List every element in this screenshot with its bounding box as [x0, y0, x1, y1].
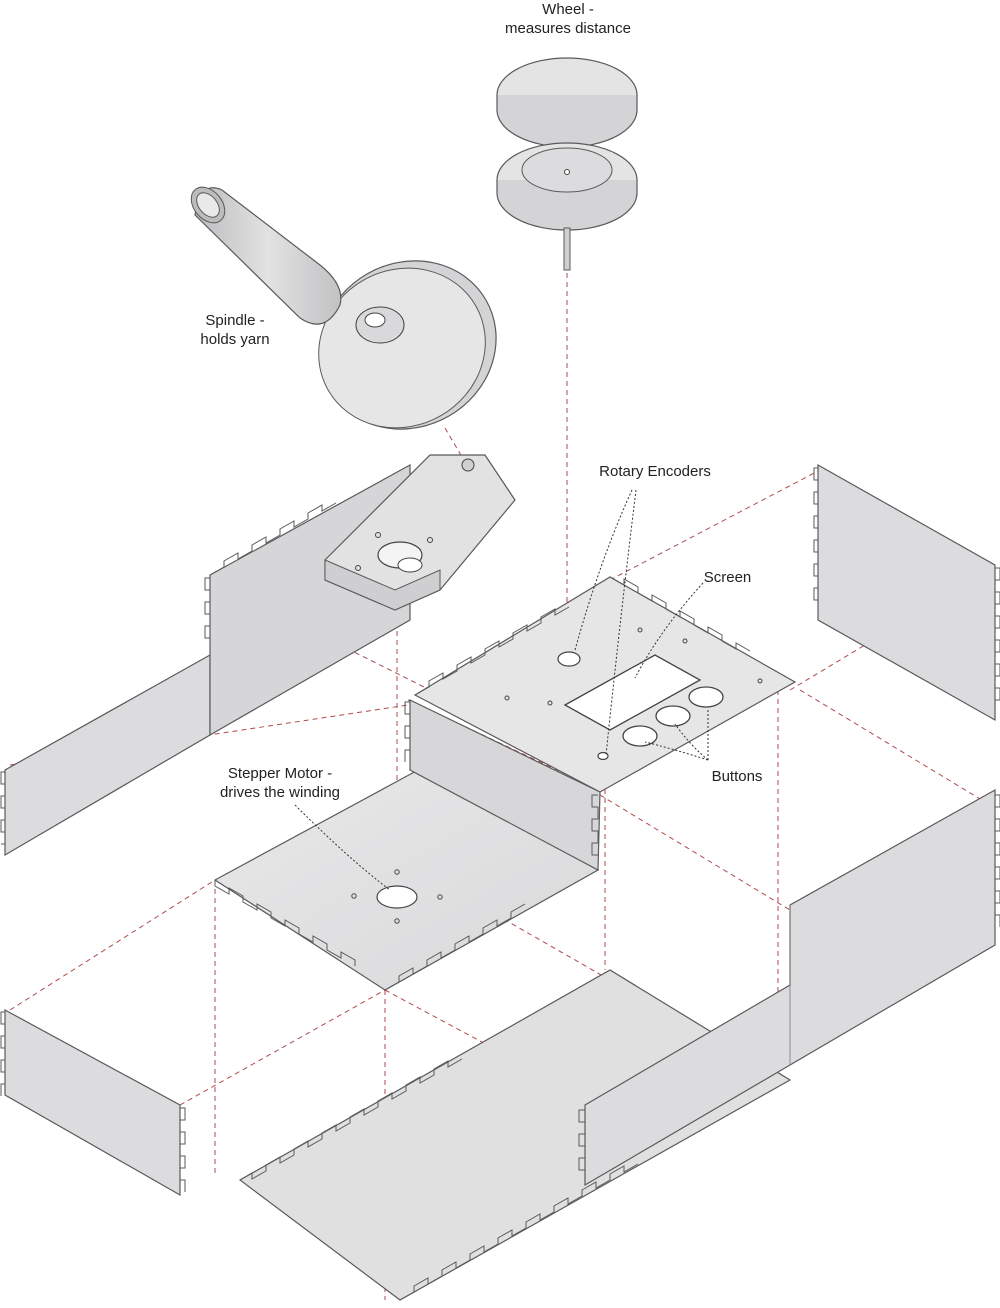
spindle-tube [190, 186, 342, 325]
spindle-label-line2: holds yarn [200, 331, 270, 348]
button-hole-2 [655, 705, 691, 727]
screen-label: Screen [703, 569, 752, 586]
bottom-left-end-panel [0, 1008, 186, 1197]
base-plate [238, 969, 792, 1301]
spindle-disc [318, 260, 497, 430]
wheel-label: Wheel - measures distance [468, 0, 668, 38]
control-panel-top [413, 576, 797, 793]
wheel-label-line2: measures distance [505, 20, 631, 37]
leader-lines [294, 489, 709, 891]
spindle-label-line1: Spindle - [205, 312, 265, 329]
rotary-encoders-label: Rotary Encoders [599, 463, 711, 480]
buttons-label: Buttons [711, 768, 763, 785]
distance-wheel [496, 57, 638, 271]
screen-cutout [563, 654, 702, 731]
bottom-right-wall [578, 788, 1000, 1187]
motor-mount-bracket [324, 454, 516, 611]
control-box-back-wall [404, 699, 601, 871]
wheel-label-line1: Wheel - [542, 1, 594, 18]
button-hole-1 [622, 725, 658, 747]
rotary-encoder-hole-2 [597, 751, 609, 761]
stepper-label-line2: drives the winding [219, 784, 341, 801]
button-hole-3 [688, 686, 724, 708]
stepper-shaft-hole [376, 885, 418, 909]
stepper-label-line1: Stepper Motor - [227, 765, 333, 782]
rotary-encoder-hole-1 [557, 651, 581, 667]
stepper-motor-label: Stepper Motor - drives the winding [200, 764, 360, 802]
top-right-end-panel [813, 463, 1000, 722]
spindle-label: Spindle - holds yarn [180, 311, 290, 349]
